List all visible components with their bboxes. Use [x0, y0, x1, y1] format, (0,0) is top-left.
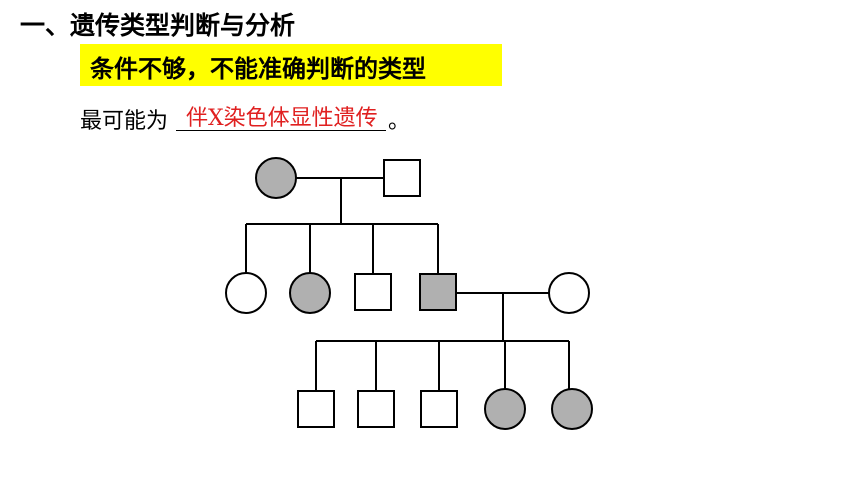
g2-spouse-female-unaffected	[548, 272, 590, 314]
g2-male-unaffected	[354, 273, 392, 311]
question-prefix: 最可能为	[80, 109, 169, 134]
g2-female-unaffected	[225, 272, 267, 314]
g3-male-unaffected-3	[420, 390, 458, 428]
page-title: 一、遗传类型判断与分析	[20, 11, 296, 40]
answer-blank-line	[176, 130, 386, 131]
highlight-label: 条件不够，不能准确判断的类型	[90, 55, 426, 83]
question-suffix: 。	[388, 109, 411, 134]
highlight-box	[80, 44, 502, 86]
g2-female-affected	[289, 272, 331, 314]
g3-female-affected-1	[484, 388, 526, 430]
g3-female-affected-2	[551, 388, 593, 430]
g3-male-unaffected-1	[297, 390, 335, 428]
answer-text: 伴X染色体显性遗传	[186, 106, 378, 131]
g3-male-unaffected-2	[357, 390, 395, 428]
g2-male-affected	[419, 273, 457, 311]
g1-male-unaffected	[383, 159, 421, 197]
g1-female-affected	[255, 157, 297, 199]
